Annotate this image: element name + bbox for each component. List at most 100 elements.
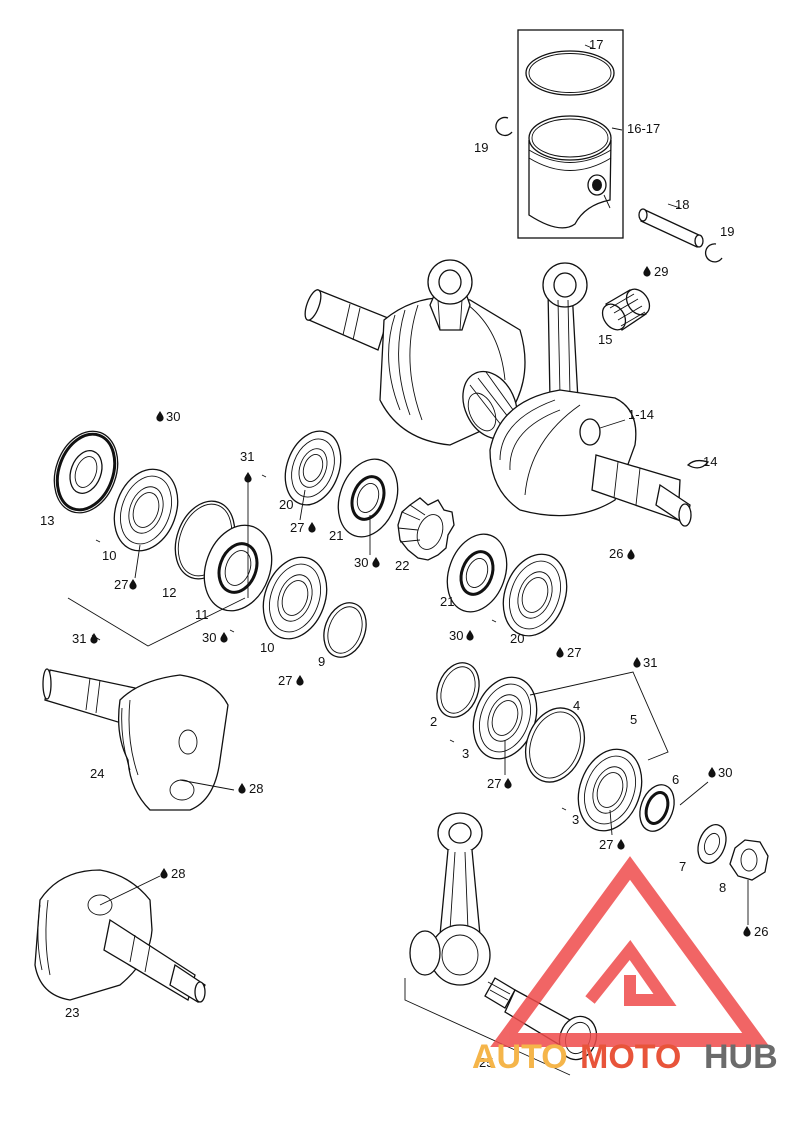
label-10-left: 10 [102,548,116,563]
label-6: 6 [672,772,679,787]
oil-drop-icon [308,522,316,533]
oil-seal-6 [639,784,675,832]
label-12: 12 [162,585,176,600]
label-30-mid: 30 [354,555,368,570]
oil-seal-13 [53,430,119,514]
oil-drop-icon [627,549,635,560]
oil-drop-icon [708,767,716,778]
label-27-mid: 27 [290,520,304,535]
part-labels: 17 16-17 19 18 19 29 15 1-14 14 26 30 31… [40,37,768,1070]
oil-drop-icon [617,839,625,850]
label-15: 15 [598,332,612,347]
ball-bearing-20-left [284,430,342,506]
label-9: 9 [318,654,325,669]
label-27-left: 27 [114,577,128,592]
label-4: 4 [573,698,580,713]
watermark-moto: MOTO [580,1038,681,1076]
oil-drop-icon [129,579,137,590]
label-1-14: 1-14 [628,407,654,422]
oil-drop-icon [156,411,164,422]
washer-7 [697,824,727,864]
label-21-left: 21 [329,528,343,543]
label-7: 7 [679,859,686,874]
label-2: 2 [430,714,437,729]
label-28-upper: 28 [249,781,263,796]
ball-bearing-10-left [113,468,179,552]
label-13: 13 [40,513,54,528]
label-5: 5 [630,712,637,727]
bracket-31-right [529,671,669,761]
label-10-mid: 10 [260,640,274,655]
label-23: 23 [65,1005,79,1020]
oil-drop-icon [90,633,98,644]
label-27-ring: 27 [487,776,501,791]
label-19-right: 19 [720,224,734,239]
piston-ring [525,50,615,96]
crank-half-24 [42,668,229,811]
oil-drop-icon [238,783,246,794]
label-21-right: 21 [440,594,454,609]
oil-drop-icon [372,557,380,568]
label-8: 8 [719,880,726,895]
piston-kit-box [517,29,624,239]
piston [528,115,612,229]
ball-bearing-3-lower [577,748,643,832]
label-31-top: 31 [240,449,254,464]
oil-drop-icon [556,647,564,658]
watermark-logo [490,856,770,1047]
ball-bearing-10-mid [262,556,328,640]
label-29: 29 [654,264,668,279]
ring-4-5 [525,707,585,783]
oil-drop-icon [466,630,474,641]
triangle-logo-icon [490,856,770,1047]
label-22: 22 [395,558,409,573]
oil-drop-icon [220,632,228,643]
circlip-19-left [495,116,513,137]
oil-drop-icon [633,657,641,668]
label-24: 24 [90,766,104,781]
crank-half-23 [34,869,206,1003]
label-18: 18 [675,197,689,212]
watermark-hub: HUB [704,1038,778,1076]
label-30-top: 30 [166,409,180,424]
woodruff-key-14 [686,459,710,469]
label-14: 14 [703,454,717,469]
watermark-auto: AUTO [472,1038,568,1076]
bracket-25 [404,978,571,1076]
label-20-left: 20 [279,497,293,512]
label-26-bottom: 26 [754,924,768,939]
piston-pin [638,208,704,248]
ball-bearing-20-right [502,553,568,637]
label-28-lower: 28 [171,866,185,881]
leader-lines [99,44,749,925]
nut-8 [729,839,769,881]
oil-drop-icon [643,266,651,277]
label-27-bottom: 27 [599,837,613,852]
oil-drop-icon [743,926,751,937]
oil-seal-21-right [446,533,508,613]
label-3-upper: 3 [462,746,469,761]
label-30-lower: 30 [718,765,732,780]
label-16-17: 16-17 [627,121,660,136]
label-31-right: 31 [643,655,657,670]
label-3-lower: 3 [572,812,579,827]
oil-drop-icon [244,472,252,483]
label-11: 11 [195,607,209,622]
circlip-19-right [705,243,723,263]
label-30-left: 30 [202,630,216,645]
oil-seal-21-left [337,458,399,538]
oil-drop-icon [296,675,304,686]
needle-bearing-15 [601,288,651,331]
oil-drop-icon [504,778,512,789]
label-26-top: 26 [609,546,623,561]
connecting-rod-25 [409,812,598,1061]
label-30-right: 30 [449,628,463,643]
oil-drop-icon [160,868,168,879]
gear-22 [397,497,455,561]
watermark-text: AUTO MOTO HUB [472,1038,778,1076]
crankshaft-assembly [304,259,692,527]
label-25: 25 [479,1055,493,1070]
label-27-right: 27 [567,645,581,660]
label-17: 17 [589,37,603,52]
